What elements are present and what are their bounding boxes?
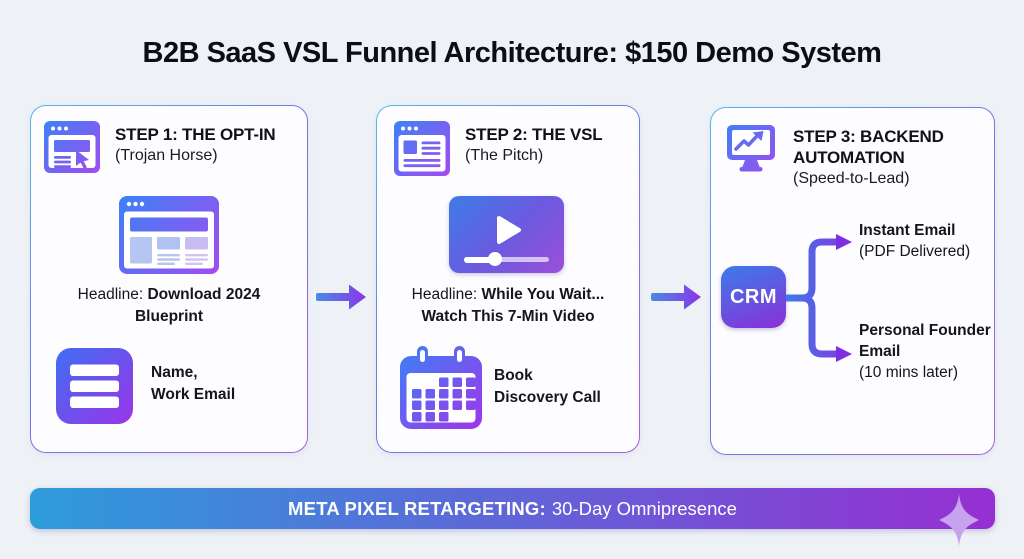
step3-card: STEP 3: BACKEND AUTOMATION (Speed-to-Lea… xyxy=(710,107,995,455)
monitor-chart-icon xyxy=(727,125,775,172)
video-progress-knob xyxy=(488,252,502,266)
step2-title: STEP 2: THE VSL xyxy=(465,125,603,144)
step2-card: STEP 2: THE VSL (The Pitch) Headline: Wh… xyxy=(376,105,640,453)
landing-page-illustration xyxy=(119,196,219,274)
browser-cursor-icon xyxy=(44,121,100,173)
play-icon xyxy=(497,216,521,244)
step3-subtitle: (Speed-to-Lead) xyxy=(793,170,910,187)
browser-article-icon xyxy=(394,121,450,176)
branch-label-instant-email: Instant Email (PDF Delivered) xyxy=(859,222,971,260)
headline-bold: While You Wait... xyxy=(481,286,605,303)
step1-subtitle: (Trojan Horse) xyxy=(115,147,218,164)
step1-header: STEP 1: THE OPT-IN (Trojan Horse) xyxy=(44,121,276,173)
page-title: B2B SaaS VSL Funnel Architecture: $150 D… xyxy=(142,37,882,69)
banner-bold-text: META PIXEL RETARGETING: xyxy=(288,497,546,519)
calendar-icon xyxy=(400,346,482,429)
headline-prefix: Headline: xyxy=(411,286,482,303)
video-progress-fill xyxy=(464,256,494,263)
headline-prefix: Headline: xyxy=(77,286,148,303)
sparkle-icon xyxy=(939,494,979,546)
step1-form-label: Name, Work Email xyxy=(151,364,236,403)
step1-title: STEP 1: THE OPT-IN xyxy=(115,125,276,144)
video-player-illustration xyxy=(449,196,564,273)
form-fields-icon xyxy=(56,348,133,424)
step2-subtitle: (The Pitch) xyxy=(465,147,544,164)
step2-calendar-label: Book Discovery Call xyxy=(494,367,601,406)
headline-bold-2: Blueprint xyxy=(134,308,204,325)
step3-header: STEP 3: BACKEND AUTOMATION (Speed-to-Lea… xyxy=(724,123,963,189)
headline-bold-2: Watch This 7-Min Video xyxy=(421,308,595,325)
step2-header: STEP 2: THE VSL (The Pitch) xyxy=(394,121,603,176)
crm-box: CRM xyxy=(721,266,786,328)
flow-arrow-icon xyxy=(316,284,366,310)
branch-arrows-icon xyxy=(786,234,852,362)
headline-bold: Download 2024 xyxy=(147,286,261,303)
step1-card: STEP 1: THE OPT-IN (Trojan Horse) Headli… xyxy=(30,105,308,453)
branch-label-founder-email: Personal Founder Email (10 mins later) xyxy=(859,322,991,381)
video-progress-track xyxy=(464,257,549,262)
banner-normal-text: 30-Day Omnipresence xyxy=(551,497,737,519)
flow-arrow-icon xyxy=(651,284,701,310)
step2-headline: Headline: While You Wait... Watch This 7… xyxy=(377,284,639,328)
step3-title: STEP 3: BACKEND AUTOMATION xyxy=(793,127,944,167)
retargeting-banner: META PIXEL RETARGETING: 30-Day Omniprese… xyxy=(30,488,995,546)
step1-headline: Headline: Download 2024 Blueprint xyxy=(31,284,307,328)
